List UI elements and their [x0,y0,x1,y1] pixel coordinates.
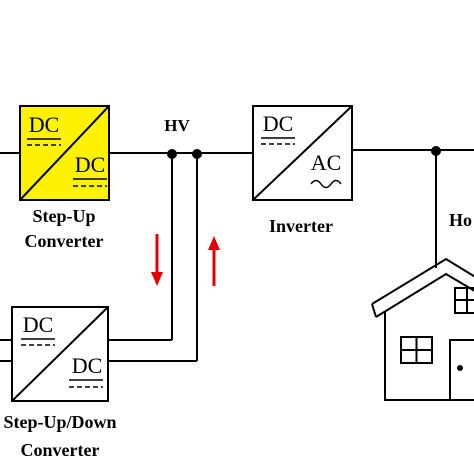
sine-wave-icon [310,179,342,189]
house-door [449,339,474,401]
junction-dot-left [167,149,177,159]
updown-dc-in-label: DC [23,312,54,337]
house-door-knob [457,365,463,371]
updown-diagonal [11,306,109,402]
junction-dot-house [431,146,441,156]
updown-dc-out-label: DC [72,353,103,378]
inverter-block: DC AC [252,105,353,201]
stepup-label-line1: Step-Up [32,206,95,226]
hv-label: HV [164,116,190,135]
wiring [0,149,474,362]
inverter-label: Inverter [269,216,333,236]
updown-label-line2: Converter [21,440,100,460]
inverter-ac-label: AC [311,150,342,175]
updown-converter-block: DC DC [11,306,109,402]
inverter-diagonal [252,105,353,201]
house-roof-outer [371,257,474,305]
stepup-diagonal [19,105,110,201]
stepup-label-line2: Converter [25,231,104,251]
home-label: Ho [449,210,472,230]
house-roof-inner [375,272,474,318]
arrow-down-icon [151,234,163,286]
junction-dot-right [192,149,202,159]
arrow-up-icon [208,236,220,286]
house-walls [384,312,474,401]
house-roof-left-edge [371,303,377,318]
stepup-converter-block: DC DC [19,105,110,201]
stepup-dc-in-label: DC [29,112,60,137]
stepup-dc-out-label: DC [75,152,106,177]
updown-label-line1: Step-Up/Down [3,412,116,432]
house-icon [371,257,474,401]
power-flow-arrows [151,234,220,286]
inverter-dc-label: DC [263,111,294,136]
